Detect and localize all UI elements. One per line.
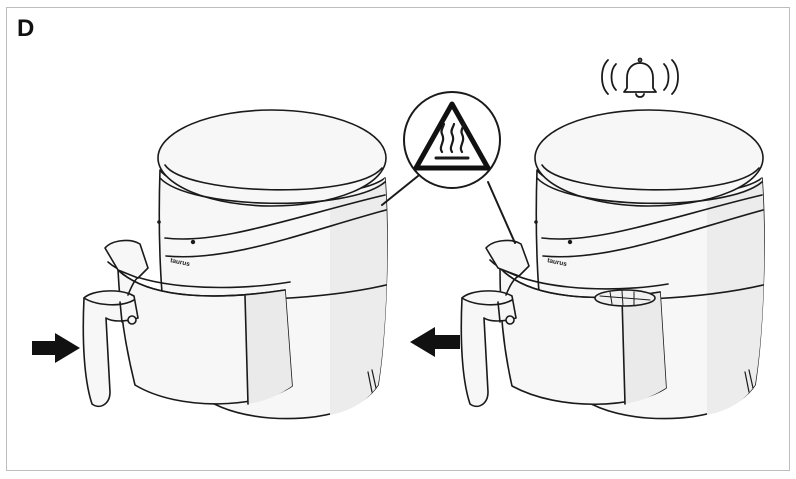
basket-handle-right: [485, 239, 530, 277]
bell-alarm-icon: [601, 57, 679, 98]
brand-mark-left: taurus: [170, 257, 191, 268]
basket-handle-left: [104, 239, 149, 279]
air-fryer-right: taurus: [460, 109, 765, 420]
hot-surface-callout: [381, 91, 516, 244]
brand-mark-right: taurus: [547, 257, 568, 268]
arrow-push-in-icon: [32, 333, 80, 363]
handle-grip-right: [460, 290, 517, 408]
handle-grip-left: [82, 290, 139, 408]
fryer-lid-right: [534, 109, 764, 207]
arrow-pull-out-icon: [410, 327, 460, 357]
step-label: D: [17, 15, 35, 42]
hot-surface-warning-icon: [413, 101, 491, 171]
air-fryer-left: taurus: [82, 109, 388, 420]
fryer-lid-left: [157, 109, 387, 207]
